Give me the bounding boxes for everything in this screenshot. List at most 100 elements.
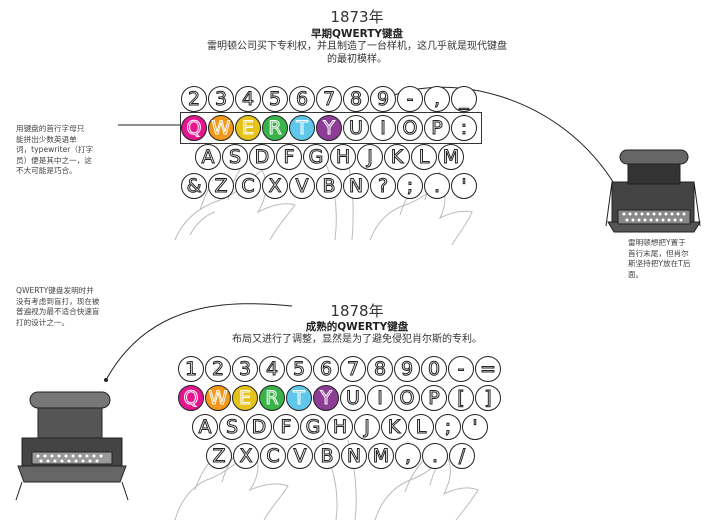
key-J: J: [357, 144, 383, 170]
key-6: 6: [289, 86, 315, 112]
key-;: ;: [435, 414, 461, 440]
pointer-line-left-bottom: [105, 303, 293, 381]
key-7: 7: [340, 356, 366, 382]
key-T: T: [286, 385, 312, 411]
key-4: 4: [259, 356, 285, 382]
key-P: P: [424, 115, 450, 141]
key-N: N: [341, 443, 367, 469]
key-H: H: [330, 144, 356, 170]
key-L: L: [408, 414, 434, 440]
key-W: W: [208, 115, 234, 141]
note-line: 能拼出少数英语单: [16, 134, 77, 144]
key-Q: Q: [181, 115, 207, 141]
top-left-note: 用键盘的首行字母只能拼出少数英语单词，typewriter（打字员）便是其中之一…: [16, 124, 116, 177]
key-O: O: [394, 385, 420, 411]
key-3: 3: [232, 356, 258, 382]
key-0: 0: [421, 356, 447, 382]
key-.: .: [422, 443, 448, 469]
key-7: 7: [316, 86, 342, 112]
key-8: 8: [343, 86, 369, 112]
key-S: S: [222, 144, 248, 170]
note-line: 斯坚持把Y放在T后: [628, 259, 691, 268]
key-B: B: [314, 443, 340, 469]
key-': ': [451, 173, 477, 199]
key-5: 5: [286, 356, 312, 382]
key-E: E: [235, 115, 261, 141]
hands-drawing-bottom: [174, 439, 479, 521]
key-Y: Y: [313, 385, 339, 411]
key-Z: Z: [206, 443, 232, 469]
key-I: I: [370, 115, 396, 141]
top-year: 1873年: [330, 8, 384, 26]
key-&: &: [181, 173, 207, 199]
key-': ': [462, 414, 488, 440]
key-S: S: [219, 414, 245, 440]
key-X: X: [233, 443, 259, 469]
key-Y: Y: [316, 115, 342, 141]
key-=: =: [475, 356, 501, 382]
key-U: U: [340, 385, 366, 411]
key-8: 8: [367, 356, 393, 382]
key-A: A: [192, 414, 218, 440]
key-M: M: [368, 443, 394, 469]
key-,: ,: [424, 86, 450, 112]
key-6: 6: [313, 356, 339, 382]
key-R: R: [259, 385, 285, 411]
typewriter-1873-image: [605, 149, 701, 233]
key-P: P: [421, 385, 447, 411]
key-O: O: [397, 115, 423, 141]
key-X: X: [262, 173, 288, 199]
top-description-line1: 雷明顿公司买下专利权，并且制造了一台样机，这几乎就是现代键盘: [207, 41, 507, 52]
key-/: /: [449, 443, 475, 469]
key-D: D: [246, 414, 272, 440]
key-2: 2: [205, 356, 231, 382]
key-?: ?: [370, 173, 396, 199]
key-:: :: [451, 115, 477, 141]
key-N: N: [343, 173, 369, 199]
top-title: 早期QWERTY键盘: [310, 28, 404, 40]
key-U: U: [343, 115, 369, 141]
note-line: 用键盘的首行字母只: [16, 124, 85, 133]
key-D: D: [249, 144, 275, 170]
key-K: K: [381, 414, 407, 440]
key-A: A: [195, 144, 221, 170]
key-G: G: [303, 144, 329, 170]
key--: -: [448, 356, 474, 382]
note-line: 没有考虑到盲打，现在被: [16, 296, 100, 306]
note-line: QWERTY键盘发明时并: [16, 286, 94, 295]
key-B: B: [316, 173, 342, 199]
key-1: 1: [178, 356, 204, 382]
key-G: G: [300, 414, 326, 440]
key-V: V: [289, 173, 315, 199]
bottom-description: 布局又进行了调整，显然是为了避免侵犯肖尔斯的专利。: [232, 334, 482, 345]
key-W: W: [205, 385, 231, 411]
note-line: 员）便是其中之一，这: [16, 155, 92, 165]
key-]: ]: [475, 385, 501, 411]
key-F: F: [276, 144, 302, 170]
note-line: 雷明顿想把Y置于: [628, 238, 686, 247]
key-H: H: [327, 414, 353, 440]
key-Q: Q: [178, 385, 204, 411]
key-5: 5: [262, 86, 288, 112]
key-C: C: [260, 443, 286, 469]
key-9: 9: [394, 356, 420, 382]
top-description-line2: 的最初模样。: [327, 54, 387, 65]
key-F: F: [273, 414, 299, 440]
key-,: ,: [395, 443, 421, 469]
key-E: E: [232, 385, 258, 411]
key-V: V: [287, 443, 313, 469]
note-line: 面。: [628, 269, 644, 279]
key-3: 3: [208, 86, 234, 112]
typewriter-1878-image: [15, 391, 129, 501]
key-K: K: [384, 144, 410, 170]
note-line: 词，typewriter（打字: [16, 145, 94, 154]
bottom-title: 成熟的QWERTY键盘: [305, 321, 409, 333]
key-2: 2: [181, 86, 207, 112]
